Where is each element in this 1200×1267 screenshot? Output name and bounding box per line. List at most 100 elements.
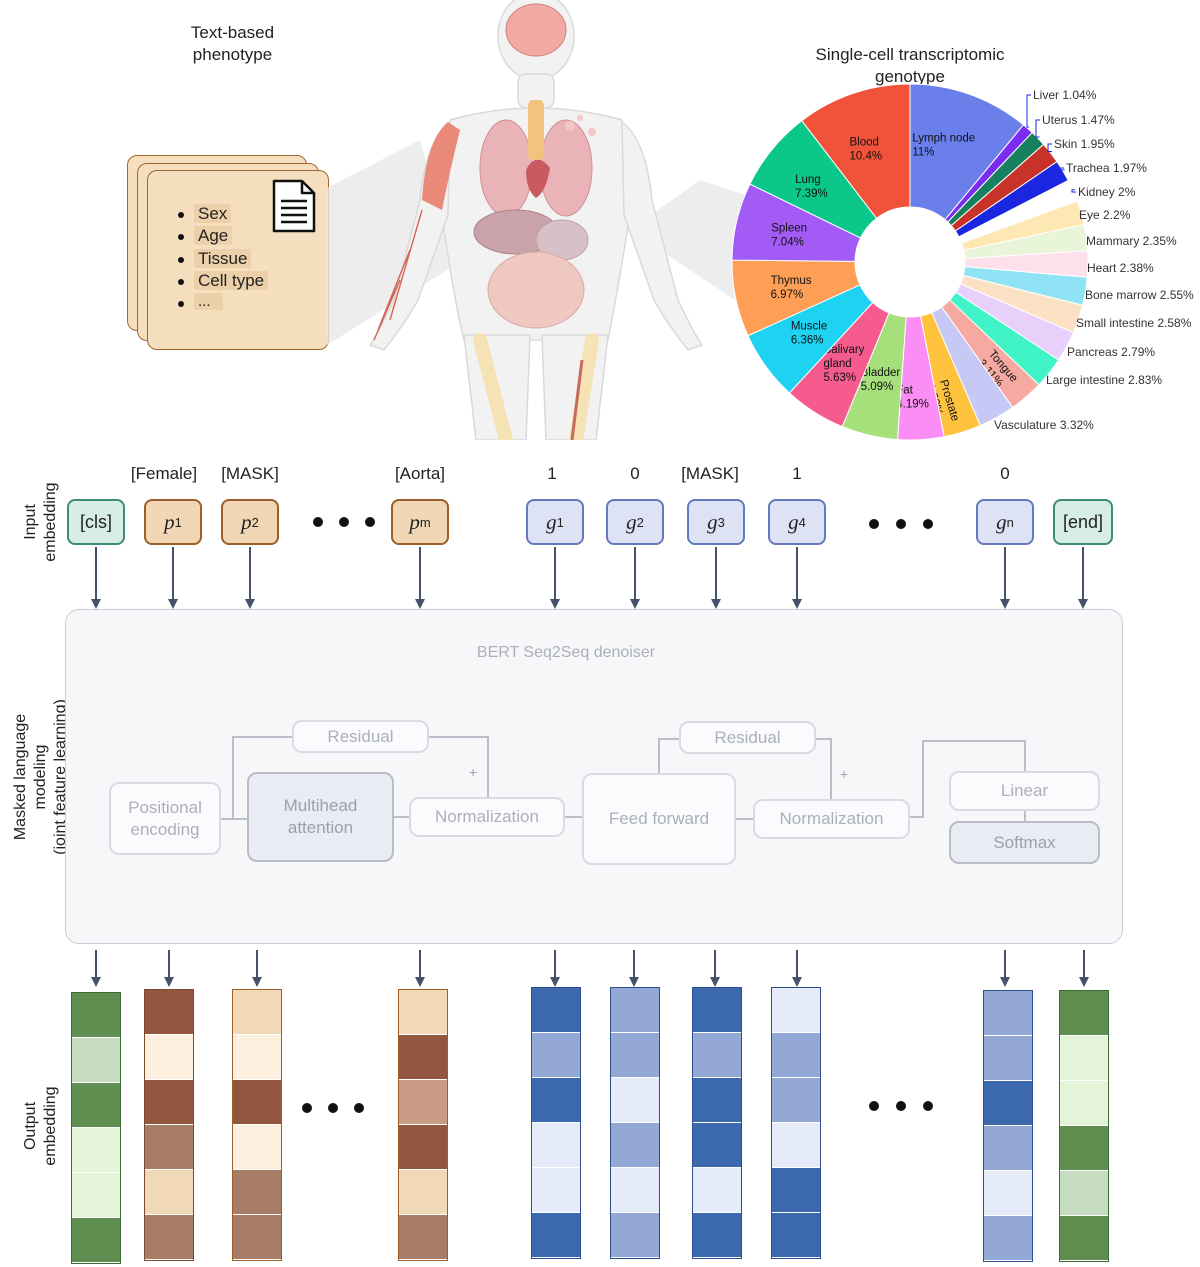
embedding-cell [693,988,741,1033]
pie-label-small-intestine: Small intestine 2.58% [1076,316,1192,330]
embedding-cell [772,1033,820,1078]
linear-box: Linear [949,771,1100,811]
pie-leader-line [1047,143,1053,153]
embedding-cell [145,1080,193,1125]
phenotype-title: Text-based phenotype [150,22,315,66]
connector-line [815,738,832,740]
output-embedding-label: Output embedding [22,1086,59,1166]
embedding-cell [72,1038,120,1083]
skin-spot [577,115,583,121]
token-value-label: [Aorta] [394,464,446,483]
embedding-cell [1060,991,1108,1036]
embedding-cell [693,1168,741,1213]
ellipsis-dot [923,519,933,529]
pie-label-eye: Eye 2.2% [1079,208,1131,222]
embedding-cell [72,1173,120,1218]
embedding-cell [399,1080,447,1125]
genotype-title-line1: Single-cell transcriptomic [815,45,1005,64]
output-embedding-column [610,987,660,1259]
embedding-cell [233,1170,281,1215]
connector-line [922,740,1026,742]
genotype-title-line2: genotype [875,67,945,86]
embedding-cell [984,1036,1032,1081]
human-anatomy-illustration [368,0,704,440]
pie-label-bone-marrow: Bone marrow 2.55% [1085,288,1194,302]
embedding-cell [145,990,193,1035]
embedding-cell [532,1123,580,1168]
token-value-label: 0 [630,464,640,483]
embedding-cell [72,1083,120,1128]
arm-vessels [373,209,423,341]
embedding-cell [693,1213,741,1258]
pie-label-liver: Liver 1.04% [1033,88,1097,102]
embedding-cell [399,1215,447,1260]
embedding-cell [399,1125,447,1170]
document-icon [272,179,316,233]
ellipsis-dot [328,1103,338,1113]
leg-bone-left [473,333,513,440]
embedding-cell [145,1035,193,1080]
token-value-label: [MASK] [221,464,279,483]
embedding-cell [984,1171,1032,1216]
connector-line [922,740,924,818]
embedding-cell [532,988,580,1033]
embedding-cell [772,1123,820,1168]
doc-item-sex: Sex [194,204,232,224]
embedding-cell [1060,1036,1108,1081]
embedding-cell [233,1125,281,1170]
embedding-cell [611,1033,659,1078]
skin-spot [565,121,575,131]
token-value-label: 0 [1000,464,1010,483]
pie-label-large-intestine: Large intestine 2.83% [1046,373,1162,387]
phenotype-title-line2: phenotype [192,45,273,64]
embedding-cell [72,993,120,1038]
token-end: [end] [1053,499,1113,545]
embedding-cell [233,990,281,1035]
connector-line [564,816,584,818]
token-value-label: [MASK] [681,464,739,483]
token-value-label: [Female] [130,464,198,483]
embedding-cell [532,1033,580,1078]
connector-line [735,818,753,820]
feed-forward-box: Feed forward [582,773,736,865]
ellipsis-dot [896,1101,906,1111]
pie-leader-line [1035,119,1040,138]
phenotype-title-line1: Text-based [190,23,275,42]
bullet [178,257,184,263]
normalization-box-1: Normalization [409,797,565,837]
flow-arrows [91,547,1089,987]
ellipsis-dot [896,519,906,529]
embedding-cell [1060,1171,1108,1216]
embedding-cell [233,1080,281,1125]
pie-label-vasculature: Vasculature 3.32% [994,418,1094,432]
skin-spot [588,128,596,136]
intestine [487,251,585,329]
embedding-cell [1060,1126,1108,1171]
pie-label-kidney: Kidney 2% [1078,185,1136,199]
connector-line [428,736,489,738]
connector-line [1024,740,1026,771]
embedding-cell [145,1125,193,1170]
embedding-cell [532,1078,580,1123]
output-embedding-column [398,989,448,1261]
pie-label-skin: Skin 1.95% [1054,137,1115,151]
embedding-cell [693,1033,741,1078]
doc-item-tissue: Tissue [194,249,252,269]
doc-item-age: Age [194,226,233,246]
connector-line [487,736,489,798]
connector-line [658,738,680,740]
embedding-cell [611,1168,659,1213]
embedding-cell [233,1035,281,1080]
leg-bone-right [569,333,599,440]
